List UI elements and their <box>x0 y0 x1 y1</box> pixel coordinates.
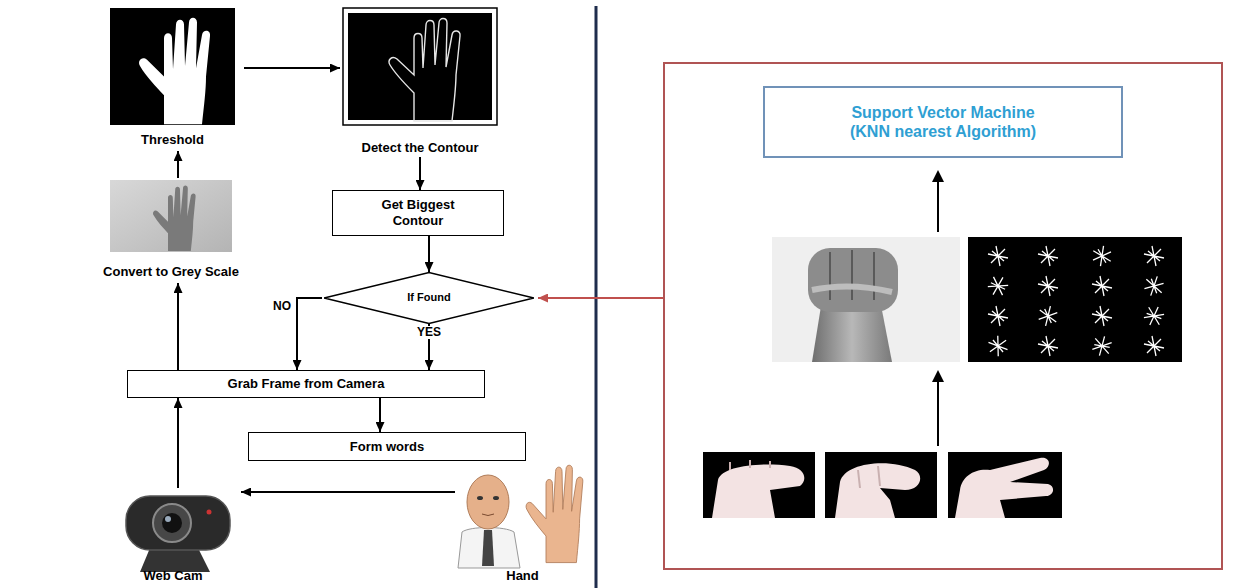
keypoint-grid-picture <box>968 237 1182 362</box>
process-box: Form words <box>248 432 526 461</box>
image-caption: Hand <box>506 568 539 584</box>
webcam-step: Web Cam <box>108 488 238 584</box>
process-text: Form words <box>350 439 424 455</box>
process-text: Grab Frame from Camera <box>228 376 385 392</box>
image-caption: Convert to Grey Scale <box>103 264 239 280</box>
image-caption: Detect the Contour <box>362 140 479 156</box>
sample-hand-pictures <box>703 452 1062 518</box>
flow-arrow <box>419 157 421 190</box>
threshold-step: Threshold <box>105 6 240 148</box>
flow-arrow <box>297 298 322 370</box>
greyscale-image <box>110 180 232 252</box>
image-caption: Web Cam <box>144 568 203 584</box>
hand-person-picture <box>458 465 583 568</box>
flow-arrow <box>177 398 179 488</box>
contour-image <box>343 8 497 125</box>
flow-arrow <box>177 151 179 178</box>
hand-step: Hand <box>455 456 590 584</box>
decision-text: If Found <box>407 291 450 304</box>
classifier-text: Support Vector Machine (KNN nearest Algo… <box>831 103 1056 141</box>
flow-arrow <box>379 398 381 432</box>
process-box: Grab Frame from Camera <box>127 370 485 398</box>
fist-picture <box>772 237 960 362</box>
threshold-image <box>110 8 235 125</box>
greyscale-step: Convert to Grey Scale <box>91 178 251 280</box>
edge-label: YES <box>415 326 443 339</box>
webcam-picture <box>126 496 230 572</box>
flow-arrow <box>244 67 340 69</box>
classifier-box: Support Vector Machine (KNN nearest Algo… <box>763 86 1123 158</box>
feedback-arrow <box>538 297 663 299</box>
training-panel: Support Vector Machine (KNN nearest Algo… <box>663 62 1223 570</box>
process-text: Get Biggest Contour <box>356 197 481 228</box>
flow-arrow <box>177 283 179 370</box>
edge-label: NO <box>271 300 293 313</box>
process-box: Get Biggest Contour <box>332 190 504 236</box>
flow-arrow <box>428 236 430 272</box>
decision-diamond: If Found <box>322 272 536 324</box>
flow-arrow <box>241 491 455 493</box>
contour-step: Detect the Contour <box>340 6 500 156</box>
image-caption: Threshold <box>141 132 204 148</box>
panel-arrows <box>932 170 944 446</box>
